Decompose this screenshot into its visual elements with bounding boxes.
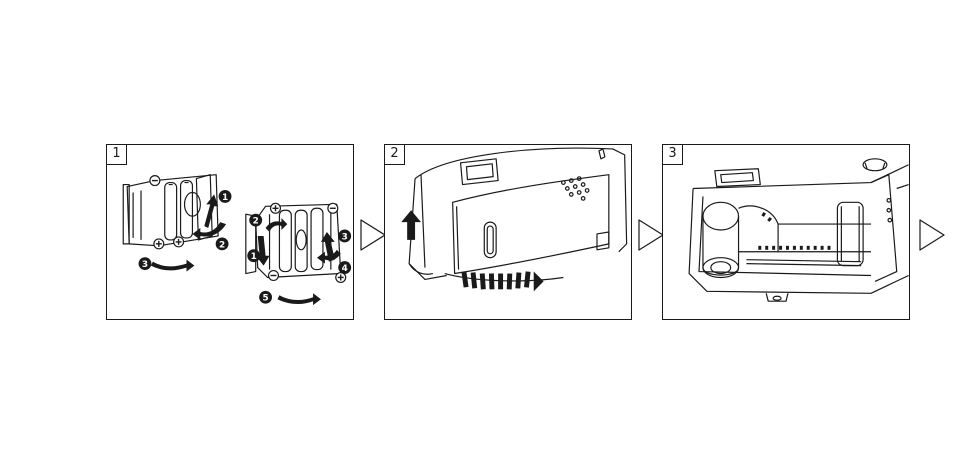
next-step-arrow-icon bbox=[637, 218, 665, 252]
svg-text:3: 3 bbox=[142, 260, 148, 270]
svg-text:5: 5 bbox=[262, 294, 268, 304]
step-badge: 2 bbox=[216, 237, 229, 250]
arrow-curved-icon bbox=[266, 218, 288, 232]
svg-text:3: 3 bbox=[342, 232, 348, 242]
next-step-arrow-icon bbox=[359, 218, 387, 252]
minus-circle-icon bbox=[150, 176, 160, 186]
minus-circle-icon bbox=[328, 203, 338, 213]
step-panel-1: 1 bbox=[106, 144, 354, 320]
step-number-1: 1 bbox=[107, 145, 127, 165]
svg-text:2: 2 bbox=[253, 217, 259, 227]
arrow-up-icon bbox=[401, 210, 421, 240]
svg-text:2: 2 bbox=[219, 240, 225, 250]
film-perforations bbox=[758, 212, 830, 250]
step-badge: 1 bbox=[219, 190, 232, 203]
camera-back-open-illustration bbox=[385, 145, 631, 319]
arrow-right-dashed-icon bbox=[461, 271, 543, 291]
step-number-3: 3 bbox=[663, 145, 683, 165]
svg-text:1: 1 bbox=[222, 193, 228, 203]
svg-text:1: 1 bbox=[251, 252, 257, 262]
step-badge: 4 bbox=[338, 261, 351, 274]
plus-circle-icon bbox=[174, 237, 184, 247]
next-step-arrow-icon bbox=[918, 218, 946, 252]
minus-circle-icon bbox=[269, 271, 279, 281]
battery-insertion-illustration: 1 2 3 2 1 3 4 5 bbox=[107, 145, 353, 319]
plus-circle-icon bbox=[271, 203, 281, 213]
plus-circle-icon bbox=[154, 239, 164, 249]
arrow-right-icon bbox=[277, 293, 321, 305]
step-badge: 3 bbox=[338, 230, 351, 243]
step-badge: 2 bbox=[249, 214, 262, 227]
step-badge: 3 bbox=[139, 257, 152, 270]
arrow-right-icon bbox=[151, 260, 195, 272]
svg-text:4: 4 bbox=[342, 264, 348, 274]
step-panel-3: 3 bbox=[662, 144, 910, 320]
step-number-2: 2 bbox=[385, 145, 405, 165]
film-loading-illustration bbox=[663, 145, 909, 319]
step-badge: 5 bbox=[259, 291, 272, 304]
step-badge: 1 bbox=[247, 249, 260, 262]
step-panel-2: 2 bbox=[384, 144, 632, 320]
